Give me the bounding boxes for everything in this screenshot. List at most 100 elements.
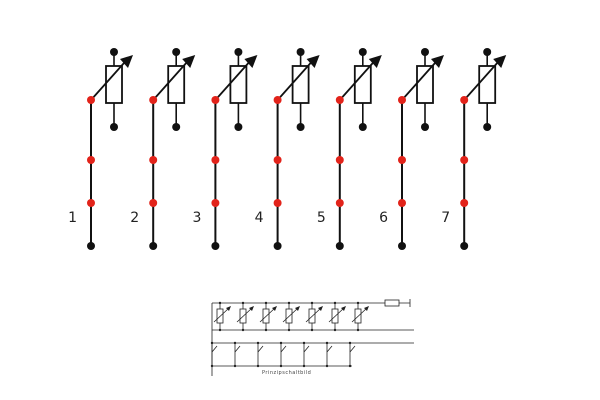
schematic-switch (326, 345, 333, 353)
schematic-thumbnail: Prinzipschaltbild (210, 299, 414, 376)
junction-dot (149, 156, 158, 164)
schematic-node (325, 364, 329, 368)
junction-dot (335, 96, 344, 104)
terminal-dot (172, 123, 181, 131)
wiper-arrowhead (493, 55, 507, 68)
schematic-node (264, 301, 268, 305)
terminal-dot (87, 242, 95, 250)
wiper-arrowhead (244, 55, 258, 68)
schematic-wiper (213, 307, 230, 323)
junction-dot (335, 156, 344, 164)
schematic-node (264, 328, 268, 332)
terminal-dot (296, 123, 305, 131)
resistor-body (105, 65, 123, 104)
junction-dot (335, 199, 344, 207)
junction-dot (273, 156, 282, 164)
schematic-node (256, 341, 260, 345)
schematic-arrowhead (295, 306, 300, 311)
schematic-switch (303, 345, 310, 353)
terminal-dot (172, 48, 181, 56)
junction-dot (149, 96, 158, 104)
terminal-dot (211, 242, 220, 250)
channel-label: 5 (317, 210, 326, 226)
wiper-line (401, 62, 436, 101)
resistor-body (167, 65, 186, 104)
channel-7: 7 (441, 48, 507, 250)
schematic-node (356, 301, 360, 305)
schematic-node (310, 301, 314, 305)
schematic-node (233, 341, 237, 345)
junction-dot (460, 156, 469, 164)
schematic-switch (234, 345, 241, 353)
schematic-wiper (259, 307, 276, 323)
terminal-dot (483, 123, 492, 131)
resistor-body (291, 65, 310, 104)
terminal-dot (110, 123, 118, 131)
channel-4: 4 (255, 48, 320, 250)
schematic-wiper (305, 307, 322, 323)
schematic-node (241, 328, 245, 332)
schematic-switch (257, 345, 264, 353)
schematic-node (241, 301, 245, 305)
wiper-line (463, 62, 498, 101)
channel-label: 1 (68, 210, 77, 226)
terminal-dot (335, 242, 344, 250)
terminal-dot (234, 48, 243, 56)
junction-dot (273, 199, 282, 207)
junction-dot (398, 199, 406, 207)
schematic-node (210, 364, 214, 368)
schematic-node (333, 301, 337, 305)
schematic-node (310, 328, 314, 332)
terminal-dot (460, 242, 469, 250)
schematic-node (279, 341, 283, 345)
channel-2: 2 (130, 48, 196, 250)
schematic-arrowhead (272, 306, 277, 311)
terminal-dot (421, 123, 429, 131)
schematic-node (356, 328, 360, 332)
junction-dot (149, 199, 158, 207)
wiper-arrowhead (306, 55, 320, 68)
schematic-caption: Prinzipschaltbild (262, 370, 311, 376)
schematic-node (256, 364, 260, 368)
terminal-dot (421, 48, 429, 56)
schematic-arrowhead (318, 306, 323, 311)
schematic-arrowhead (226, 306, 231, 311)
schematic-node (348, 364, 352, 368)
schematic-switch (211, 345, 218, 353)
wiper-arrowhead (431, 55, 444, 68)
schematic-node (348, 341, 352, 345)
resistor-body (416, 65, 434, 104)
wiper-line (90, 62, 125, 101)
schematic-arrowhead (364, 306, 369, 311)
resistor-body (229, 65, 248, 104)
wiper-line (276, 62, 312, 101)
wiper-line (214, 62, 250, 101)
junction-dot (460, 199, 469, 207)
schematic-node (210, 341, 214, 345)
channel-label: 2 (130, 210, 139, 226)
schematic-node (325, 341, 329, 345)
schematic-node (333, 328, 337, 332)
terminal-dot (398, 242, 406, 250)
wiper-arrowhead (182, 55, 196, 68)
channel-6: 6 (379, 48, 444, 250)
schematic-arrowhead (249, 306, 254, 311)
junction-dot (211, 156, 220, 164)
channel-3: 3 (192, 48, 258, 250)
junction-dot (398, 156, 406, 164)
wiper-arrowhead (120, 55, 133, 68)
terminal-dot (296, 48, 305, 56)
terminal-dot (358, 48, 367, 56)
wiper-line (339, 62, 374, 101)
junction-dot (398, 96, 406, 104)
schematic-wiper (236, 307, 253, 323)
schematic-node (302, 364, 306, 368)
schematic-node (287, 301, 291, 305)
schematic-wiper (351, 307, 368, 323)
schematic-switch (349, 345, 356, 353)
junction-dot (460, 96, 469, 104)
junction-dot (211, 96, 220, 104)
schematic-node (287, 328, 291, 332)
